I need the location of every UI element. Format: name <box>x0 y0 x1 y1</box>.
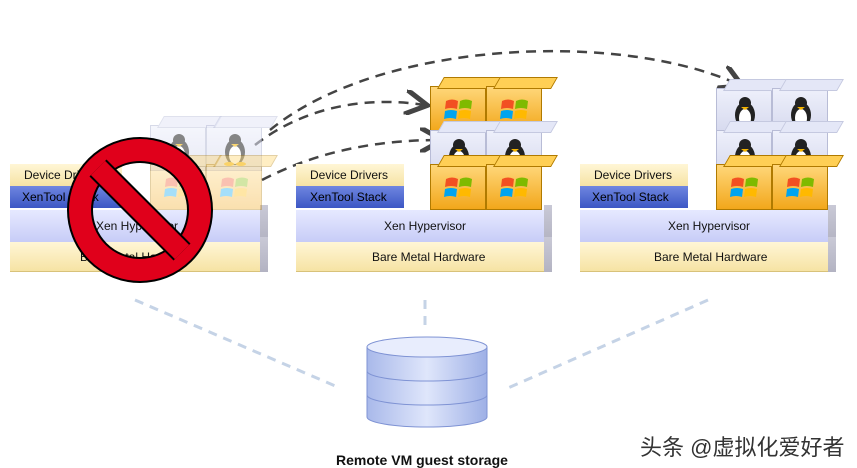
xentool-layer: XenTool Stack <box>296 186 404 208</box>
hardware-side <box>260 237 268 272</box>
device-drivers-label: Device Drivers <box>594 168 673 182</box>
hypervisor-layer: Xen Hypervisor <box>296 210 544 242</box>
hardware-side <box>828 237 836 272</box>
windows-vm-cube <box>486 155 558 210</box>
tux-penguin-icon <box>224 134 246 166</box>
hardware-layer: Bare Metal Hardware <box>296 242 544 272</box>
hardware-side <box>544 237 552 272</box>
windows-logo-icon <box>444 177 472 197</box>
device-drivers-layer: Device Drivers <box>580 164 688 186</box>
device-drivers-layer: Device Drivers <box>296 164 404 186</box>
xentool-label: XenTool Stack <box>592 190 669 204</box>
xentool-label: XenTool Stack <box>310 190 387 204</box>
migration-arrow-3 <box>269 49 740 131</box>
windows-logo-icon <box>220 177 248 197</box>
windows-vm-cube <box>772 155 844 210</box>
hardware-label: Bare Metal Hardware <box>372 250 486 264</box>
hypervisor-side <box>544 205 552 242</box>
database-cylinder-icon <box>366 336 488 428</box>
windows-logo-icon <box>730 177 758 197</box>
hypervisor-label: Xen Hypervisor <box>668 219 751 233</box>
xentool-layer: XenTool Stack <box>580 186 688 208</box>
storage-link-left <box>134 298 341 390</box>
storage-caption: Remote VM guest storage <box>336 452 508 468</box>
migration-arrow-1 <box>254 102 425 146</box>
watermark-text: 头条 @虚拟化爱好者 <box>640 435 845 460</box>
windows-logo-icon <box>444 99 472 119</box>
windows-vm-cube <box>430 155 502 210</box>
hypervisor-side <box>828 205 836 242</box>
migration-arrow-2 <box>261 140 440 182</box>
no-sign-icon <box>67 137 213 283</box>
windows-vm-cube <box>206 155 278 210</box>
windows-logo-icon <box>786 177 814 197</box>
hardware-layer: Bare Metal Hardware <box>580 242 828 272</box>
windows-logo-icon <box>500 99 528 119</box>
hardware-label: Bare Metal Hardware <box>654 250 768 264</box>
linux-vm-cube <box>206 116 278 171</box>
windows-logo-icon <box>500 177 528 197</box>
hypervisor-side <box>260 205 268 242</box>
storage-link-right <box>507 298 709 390</box>
device-drivers-label: Device Drivers <box>310 168 389 182</box>
hypervisor-layer: Xen Hypervisor <box>580 210 828 242</box>
hypervisor-label: Xen Hypervisor <box>384 219 467 233</box>
windows-vm-cube <box>716 155 788 210</box>
